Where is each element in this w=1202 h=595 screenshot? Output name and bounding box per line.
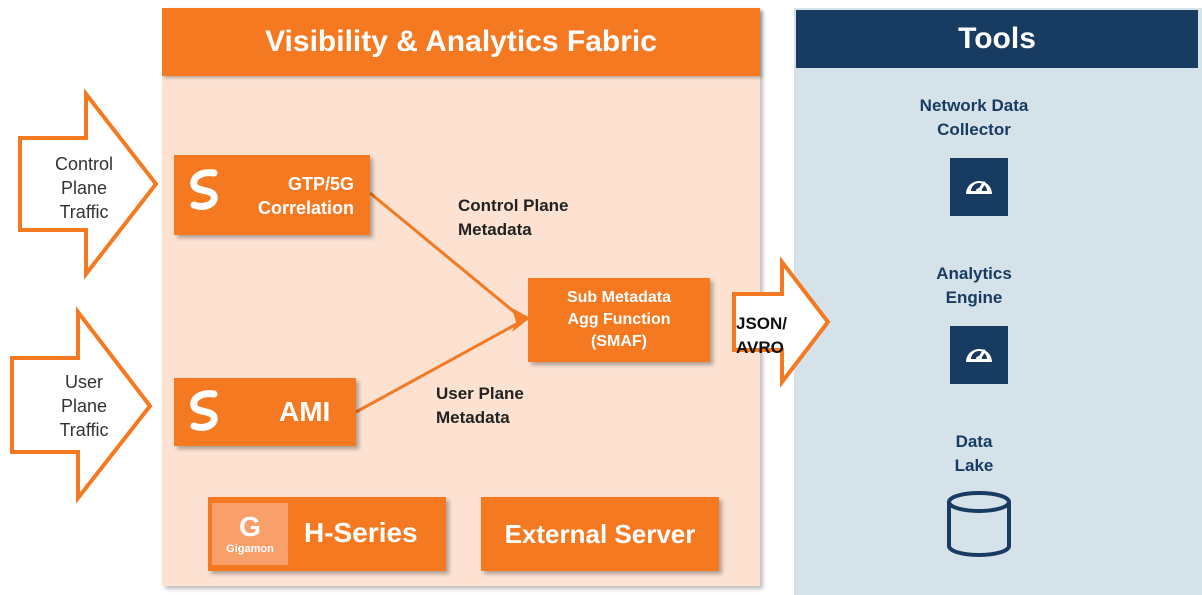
gigamon-logo: G Gigamon [212,503,288,565]
gauge-icon[interactable] [950,326,1008,384]
ami-label: AMI [279,396,331,427]
fabric-title: Visibility & Analytics Fabric [162,8,760,76]
analytics-engine-label: Analytics Engine [936,264,1012,307]
user-traffic-arrow [10,306,153,504]
gauge-icon[interactable] [950,158,1008,216]
smaf-box[interactable]: Sub Metadata Agg Function (SMAF) [528,278,710,362]
tools-title: Tools [796,10,1198,68]
control-plane-metadata-label: Control Plane Metadata [458,196,569,239]
output-arrow [732,256,831,388]
gigamon-g-icon: G [239,511,261,542]
data-lake-label: Data Lake [954,432,994,475]
control-meta-line [369,191,525,322]
user-meta-line [355,318,525,414]
external-server-box[interactable]: External Server [481,497,719,571]
gtp-correlation-box[interactable]: GTP/5G Correlation [174,155,370,235]
json-avro-label: JSON/ AVRO [736,314,788,357]
h-series-box[interactable]: G Gigamon H-Series [208,497,446,571]
tools-panel [794,8,1202,595]
gigamon-logo-text: Gigamon [226,543,274,555]
gtp-label: GTP/5G Correlation [257,174,354,218]
h-series-label: H-Series [304,517,418,548]
connector-arrowhead [512,308,530,332]
control-traffic-arrow [18,88,159,280]
network-data-collector-label: Network Data Collector [919,96,1029,139]
user-plane-traffic-label: User Plane Traffic [59,372,109,440]
gigamon-s-icon [190,390,218,431]
external-server-label: External Server [504,518,696,549]
database-icon[interactable] [944,490,1014,563]
control-plane-traffic-label: Control Plane Traffic [54,154,114,222]
ami-box[interactable]: AMI [174,378,356,446]
user-plane-metadata-label: User Plane Metadata [436,384,524,427]
smaf-label: Sub Metadata Agg Function (SMAF) [566,289,671,350]
gigamon-s-icon [190,169,218,210]
